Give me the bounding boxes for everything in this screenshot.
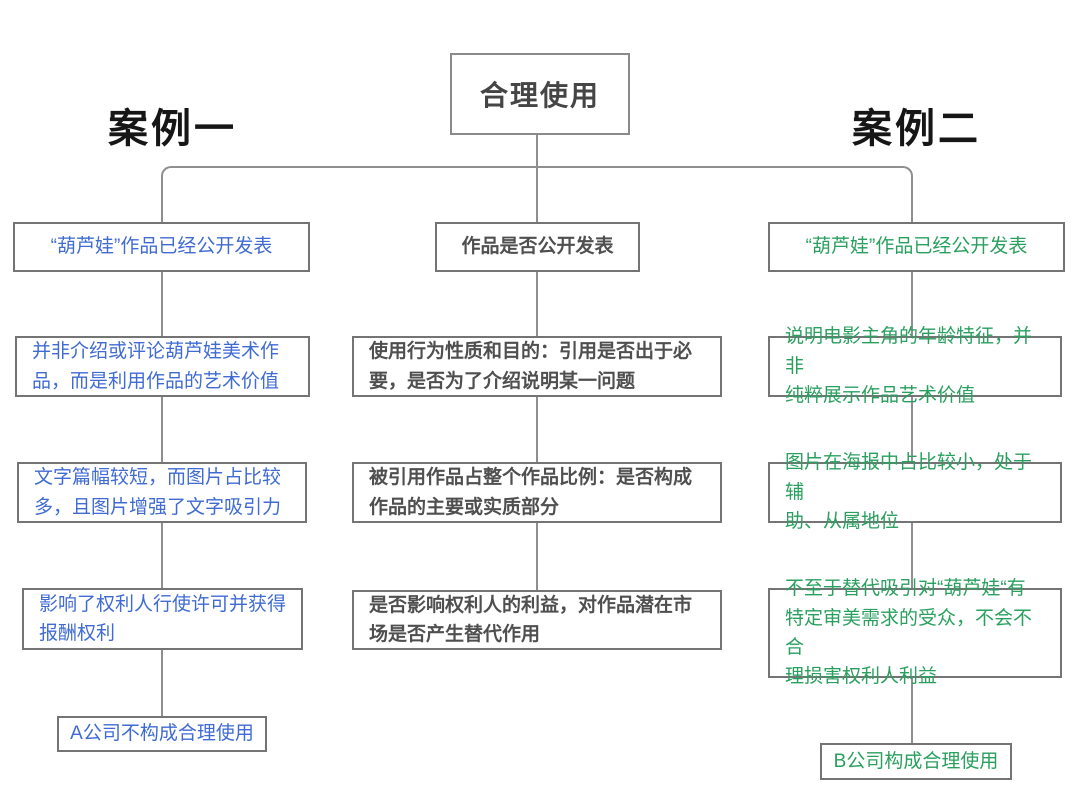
case2-heading: 案例二: [852, 107, 981, 151]
node-criteria-purpose: 使用行为性质和目的：引用是否出于必 要，是否为了介绍说明某一问题: [352, 336, 722, 397]
node-case2-purpose: 说明电影主角的年龄特征，并非 纯粹展示作品艺术价值: [768, 326, 1062, 406]
connector-branch-rail: [161, 166, 913, 222]
connector-criteria-2: [536, 397, 538, 462]
connector-criteria-1: [536, 272, 538, 336]
node-criteria-proportion: 被引用作品占整个作品比例：是否构成 作品的主要或实质部分: [352, 462, 722, 523]
connector-case1-3: [161, 523, 163, 588]
node-case1-conclusion: A公司不构成合理使用: [57, 716, 267, 752]
node-case2-proportion: 图片在海报中占比较小，处于辅 助、从属地位: [768, 452, 1062, 532]
root-node-fair-use: 合理使用: [450, 53, 630, 135]
connector-case2-4: [911, 678, 913, 743]
connector-case1-1: [161, 272, 163, 336]
case1-heading: 案例一: [108, 107, 237, 151]
node-case2-conclusion: B公司构成合理使用: [820, 743, 1012, 780]
node-criteria-published: 作品是否公开发表: [435, 222, 640, 272]
connector-case2-2: [911, 397, 913, 462]
connector-case1-4: [161, 650, 163, 716]
connector-case1-2: [161, 397, 163, 462]
node-case1-published: “葫芦娃”作品已经公开发表: [13, 222, 310, 272]
node-case2-published: “葫芦娃”作品已经公开发表: [768, 222, 1065, 272]
connector-case2-1: [911, 272, 913, 336]
connector-root-stub: [536, 135, 538, 222]
node-case2-impact: 不至于替代吸引对“葫芦娃“有 特定审美需求的受众，不会不合 理损害权利人利益: [768, 578, 1062, 687]
node-criteria-impact: 是否影响权利人的利益，对作品潜在市 场是否产生替代作用: [352, 590, 722, 650]
connector-criteria-3: [536, 523, 538, 590]
node-case1-impact: 影响了权利人行使许可并获得 报酬权利: [22, 588, 303, 650]
node-case1-proportion: 文字篇幅较短，而图片占比较 多，且图片增强了文字吸引力: [17, 462, 307, 523]
node-case1-purpose: 并非介绍或评论葫芦娃美术作 品，而是利用作品的艺术价值: [15, 336, 310, 397]
connector-case2-3: [911, 523, 913, 588]
